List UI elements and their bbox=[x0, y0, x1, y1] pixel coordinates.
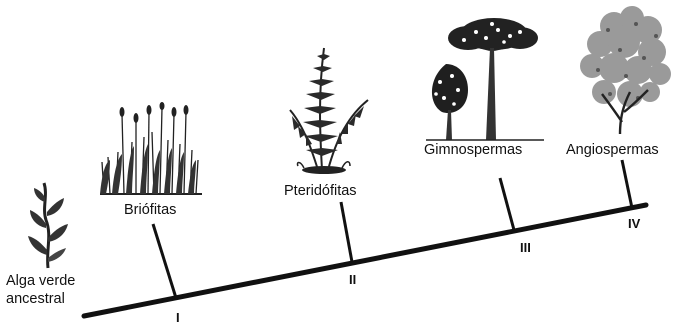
label-alga-verde-line1: Alga verde bbox=[6, 273, 75, 290]
moss-icon bbox=[96, 102, 206, 198]
branch-angiospermas bbox=[622, 160, 632, 208]
label-gimnospermas: Gimnospermas bbox=[424, 142, 522, 159]
label-briofitas: Briófitas bbox=[124, 202, 176, 219]
node-label-4: IV bbox=[628, 216, 640, 231]
main-axis-line bbox=[84, 205, 646, 316]
seaweed-icon bbox=[18, 180, 78, 270]
label-angiospermas: Angiospermas bbox=[566, 142, 659, 159]
label-pteridofitas: Pteridófitas bbox=[284, 183, 357, 200]
flowering-tree-icon bbox=[574, 4, 674, 136]
node-label-2: II bbox=[349, 272, 356, 287]
conifer-icon bbox=[424, 8, 548, 142]
branch-gimnospermas bbox=[500, 178, 514, 230]
label-alga-verde-line2: ancestral bbox=[6, 291, 65, 308]
node-label-3: III bbox=[520, 240, 531, 255]
fern-icon bbox=[284, 44, 374, 176]
node-label-1: I bbox=[176, 310, 180, 325]
branch-pteridofitas bbox=[341, 202, 352, 262]
branch-briofitas bbox=[153, 224, 176, 298]
